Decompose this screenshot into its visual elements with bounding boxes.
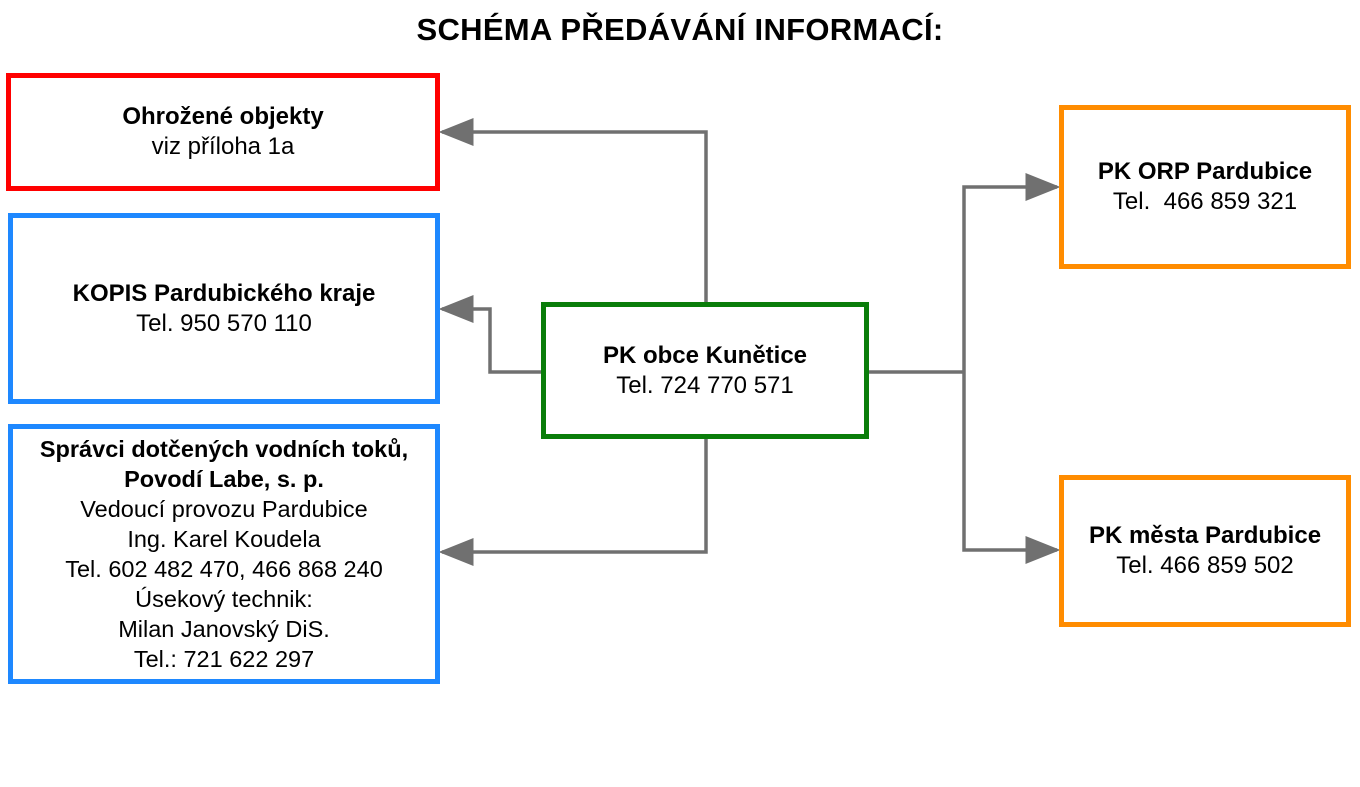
box-orp-heading: PK ORP Pardubice [1097,158,1313,185]
box-povodi-role: Vedoucí provozu Pardubice [80,496,368,522]
arrow-to-kopis [438,295,541,374]
box-mesto-phone: Tel. 466 859 502 [1116,552,1294,579]
box-pk-orp-pardubice: PK ORP Pardubice Tel. 466 859 321 [1059,105,1351,269]
box-povodi-technician-name: Milan Janovský DiS. [118,616,330,642]
arrow-to-mesto [962,372,1061,564]
box-pk-mesta-pardubice: PK města Pardubice Tel. 466 859 502 [1059,475,1351,627]
box-povodi-organization: Povodí Labe, s. p. [124,466,324,492]
box-povodi-technician-phone: Tel.: 721 622 297 [133,646,315,672]
box-center-heading: PK obce Kunětice [602,341,808,369]
box-povodi-labe: Správci dotčených vodních toků, Povodí L… [8,424,440,684]
arrow-to-ohrozene [438,118,708,302]
diagram-title: SCHÉMA PŘEDÁVÁNÍ INFORMACÍ: [416,12,944,47]
box-orp-phone: Tel. 466 859 321 [1112,188,1298,215]
box-kopis-heading: KOPIS Pardubického kraje [72,279,376,307]
box-ohrozene-note: viz příloha 1a [151,133,295,160]
box-ohrozene-heading: Ohrožené objekty [122,103,324,130]
box-povodi-phone: Tel. 602 482 470, 466 868 240 [65,556,383,582]
arrow-to-povodi [438,439,708,566]
box-povodi-person: Ing. Karel Koudela [127,526,321,552]
box-kopis: KOPIS Pardubického kraje Tel. 950 570 11… [8,213,440,404]
box-kopis-phone: Tel. 950 570 110 [136,309,312,337]
box-mesto-heading: PK města Pardubice [1088,522,1322,549]
box-ohrozene-objekty: Ohrožené objekty viz příloha 1a [6,73,440,191]
arrow-to-orp [962,173,1061,372]
box-povodi-heading: Správci dotčených vodních toků, [39,436,409,462]
box-povodi-technician-role: Úsekový technik: [135,586,313,612]
box-pk-obce-kunetice: PK obce Kunětice Tel. 724 770 571 [541,302,869,439]
box-center-phone: Tel. 724 770 571 [616,371,794,399]
